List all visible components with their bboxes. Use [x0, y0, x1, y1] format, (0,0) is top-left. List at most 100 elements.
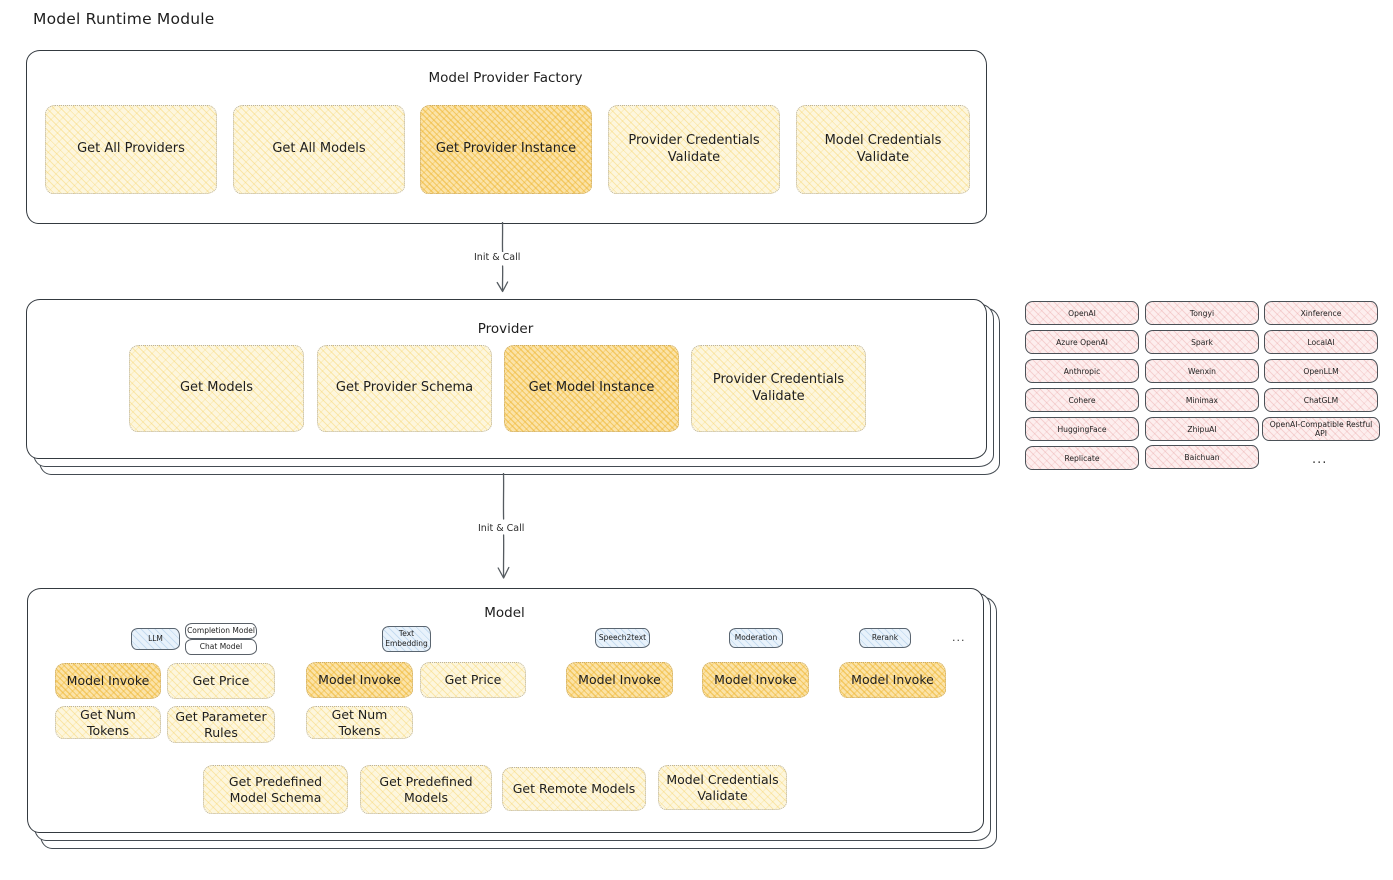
provider-list-more-ellipsis: ...	[1312, 452, 1328, 467]
node-label: Get Models	[179, 380, 254, 396]
provider-pill-label: LocalAI	[1307, 337, 1335, 347]
node-get-all-models[interactable]: Get All Models	[233, 105, 405, 194]
provider-pill-label: Anthropic	[1063, 366, 1101, 376]
provider-pill-minimax[interactable]: Minimax	[1145, 388, 1259, 412]
node-provider-credentials-validate[interactable]: Provider Credentials Validate	[608, 105, 780, 194]
badge-label: Chat Model	[199, 642, 243, 652]
badge-rerank[interactable]: Rerank	[859, 628, 911, 648]
provider-pill-chatglm[interactable]: ChatGLM	[1264, 388, 1378, 412]
arrow-provider-to-model	[497, 473, 510, 579]
node-label: Get Predefined Model Schema	[228, 773, 323, 805]
provider-pill-label: OpenAI-Compatible Restful API	[1269, 420, 1373, 438]
node-get-predefined-models[interactable]: Get Predefined Models	[360, 765, 492, 814]
node-label: Model Credentials Validate	[824, 133, 942, 165]
arrow-label-init-and-call-1: Init & Call	[471, 252, 524, 263]
provider-pill-label: Cohere	[1068, 395, 1096, 405]
badge-label: Moderation	[734, 633, 778, 643]
provider-title: Provider	[477, 321, 534, 337]
provider-pill-openai[interactable]: OpenAI	[1025, 301, 1139, 325]
provider-pill-openllm[interactable]: OpenLLM	[1264, 359, 1378, 383]
provider-pill-label: Azure OpenAI	[1056, 337, 1108, 347]
badge-label: Rerank	[871, 633, 899, 643]
node-get-remote-models[interactable]: Get Remote Models	[502, 767, 646, 811]
node-llm-get-parameter-rules[interactable]: Get Parameter Rules	[167, 706, 275, 743]
provider-pill-azure-openai[interactable]: Azure OpenAI	[1025, 330, 1139, 354]
badge-llm[interactable]: LLM	[131, 628, 180, 650]
node-label: Get All Models	[272, 141, 366, 157]
badge-moderation[interactable]: Moderation	[729, 628, 783, 648]
provider-pill-localai[interactable]: LocalAI	[1264, 330, 1378, 354]
provider-pill-replicate[interactable]: Replicate	[1025, 446, 1139, 470]
node-get-model-instance[interactable]: Get Model Instance	[504, 345, 679, 432]
badge-chat-model[interactable]: Chat Model	[185, 639, 257, 655]
provider-pill-cohere[interactable]: Cohere	[1025, 388, 1139, 412]
node-label: Model Invoke	[578, 672, 661, 688]
arrow-factory-to-provider	[496, 222, 509, 293]
node-embedding-model-invoke[interactable]: Model Invoke	[306, 662, 413, 698]
model-provider-factory-title: Model Provider Factory	[428, 70, 583, 86]
node-label: Get Num Tokens	[331, 706, 388, 738]
provider-pill-label: HuggingFace	[1057, 424, 1107, 434]
provider-pill-label: Baichuan	[1184, 452, 1220, 462]
badge-completion-model[interactable]: Completion Model	[185, 623, 257, 639]
node-label: Model Invoke	[318, 672, 401, 688]
node-label: Get Parameter Rules	[175, 708, 267, 740]
node-label: Model Invoke	[714, 672, 797, 688]
page-title: Model Runtime Module	[33, 10, 215, 28]
node-get-provider-schema[interactable]: Get Provider Schema	[317, 345, 492, 432]
provider-pill-zhipuai[interactable]: ZhipuAI	[1145, 417, 1259, 441]
arrow-label-init-and-call-2: Init & Call	[475, 523, 528, 534]
model-title: Model	[484, 605, 525, 621]
node-provider-credentials-validate-2[interactable]: Provider Credentials Validate	[691, 345, 866, 432]
node-get-provider-instance[interactable]: Get Provider Instance	[420, 105, 592, 194]
node-label: Model Invoke	[851, 672, 934, 688]
provider-pill-label: Tongyi	[1189, 308, 1215, 318]
node-label: Get All Providers	[77, 141, 185, 157]
badge-label: Text Embedding	[385, 629, 428, 648]
node-label: Get Model Instance	[528, 380, 655, 396]
node-get-models[interactable]: Get Models	[129, 345, 304, 432]
node-label: Model Invoke	[66, 673, 150, 689]
node-speech2text-model-invoke[interactable]: Model Invoke	[566, 662, 673, 698]
provider-pill-wenxin[interactable]: Wenxin	[1145, 359, 1259, 383]
provider-pill-tongyi[interactable]: Tongyi	[1145, 301, 1259, 325]
badge-text-embedding[interactable]: Text Embedding	[382, 626, 431, 652]
node-label: Get Num Tokens	[80, 706, 136, 738]
provider-pill-label: Replicate	[1064, 453, 1100, 463]
node-label: Provider Credentials Validate	[628, 133, 760, 165]
provider-pill-openai-compatible-restful-api[interactable]: OpenAI-Compatible Restful API	[1262, 417, 1380, 441]
badge-label: LLM	[148, 634, 163, 644]
node-model-credentials-validate-2[interactable]: Model Credentials Validate	[658, 765, 787, 810]
provider-pill-huggingface[interactable]: HuggingFace	[1025, 417, 1139, 441]
node-embedding-get-num-tokens[interactable]: Get Num Tokens	[306, 706, 413, 739]
node-label: Model Credentials Validate	[666, 771, 779, 803]
provider-pill-label: Spark	[1191, 337, 1213, 347]
node-llm-get-price[interactable]: Get Price	[167, 663, 275, 699]
badge-label: Speech2text	[598, 633, 647, 643]
provider-pill-label: Minimax	[1185, 395, 1219, 405]
node-moderation-model-invoke[interactable]: Model Invoke	[702, 662, 809, 698]
provider-pill-label: ZhipuAI	[1187, 424, 1217, 434]
provider-pill-label: Xinference	[1300, 308, 1342, 318]
node-get-all-providers[interactable]: Get All Providers	[45, 105, 217, 194]
node-model-credentials-validate[interactable]: Model Credentials Validate	[796, 105, 970, 194]
node-label: Get Price	[444, 672, 502, 688]
provider-pill-spark[interactable]: Spark	[1145, 330, 1259, 354]
node-label: Get Price	[192, 673, 250, 689]
node-get-predefined-model-schema[interactable]: Get Predefined Model Schema	[203, 765, 348, 814]
model-types-more-ellipsis: ...	[952, 631, 966, 644]
node-embedding-get-price[interactable]: Get Price	[420, 662, 526, 698]
node-label: Get Provider Schema	[335, 380, 474, 396]
provider-pill-label: Wenxin	[1188, 366, 1216, 376]
node-llm-model-invoke[interactable]: Model Invoke	[55, 663, 161, 699]
node-rerank-model-invoke[interactable]: Model Invoke	[839, 662, 946, 698]
node-label: Get Remote Models	[512, 781, 636, 797]
badge-speech2text[interactable]: Speech2text	[595, 628, 650, 648]
provider-pill-xinference[interactable]: Xinference	[1264, 301, 1378, 325]
provider-pill-baichuan[interactable]: Baichuan	[1145, 445, 1259, 469]
provider-pill-anthropic[interactable]: Anthropic	[1025, 359, 1139, 383]
node-label: Get Provider Instance	[435, 141, 577, 157]
node-llm-get-num-tokens[interactable]: Get Num Tokens	[55, 706, 161, 739]
badge-label: Completion Model	[187, 626, 255, 636]
